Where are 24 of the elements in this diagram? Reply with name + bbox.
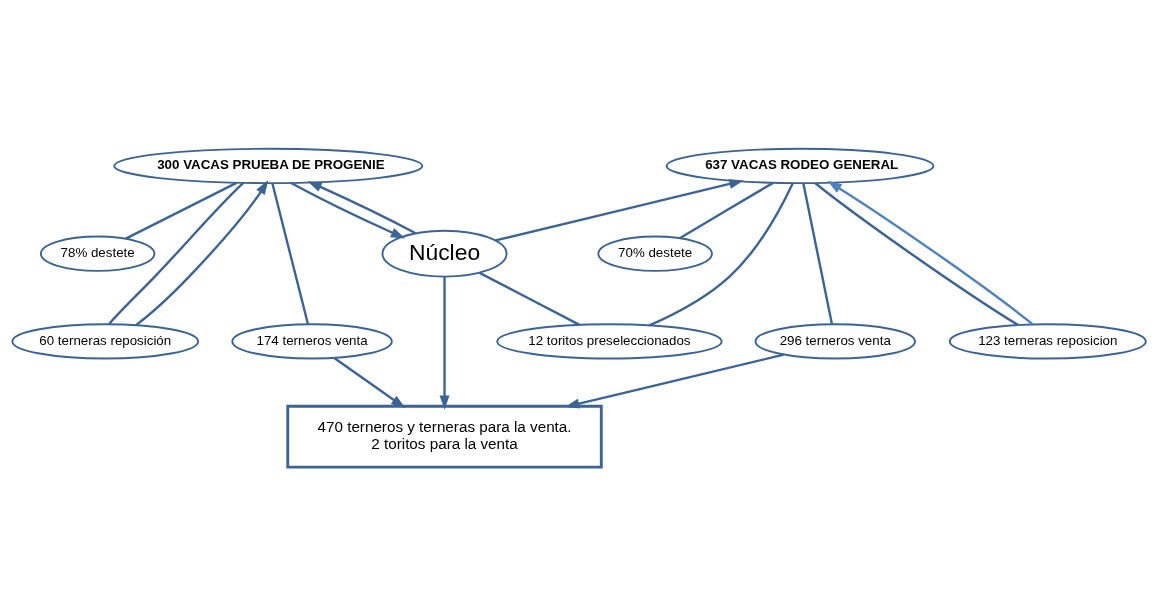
connector bbox=[125, 181, 238, 240]
node-ellipse: 296 terneros venta bbox=[754, 322, 916, 359]
node-ellipse: 78% destete bbox=[39, 235, 156, 272]
node-ellipse: 637 VACAS RODEO GENERAL bbox=[665, 147, 935, 184]
connector bbox=[478, 271, 580, 326]
node-box: 470 terneros y terneras para la venta. 2 toritos para la venta bbox=[286, 404, 603, 469]
node-ellipse: 12 toritos preseleccionados bbox=[496, 322, 723, 359]
arrow bbox=[135, 179, 269, 326]
connector bbox=[679, 181, 774, 239]
arrow bbox=[333, 356, 406, 408]
connector bbox=[648, 182, 794, 326]
node-ellipse: 300 VACAS PRUEBA DE PROGENIE bbox=[113, 147, 424, 184]
node-ellipse: 174 terneros venta bbox=[231, 322, 393, 359]
arrow bbox=[565, 353, 785, 408]
arrow bbox=[439, 276, 450, 410]
arrow bbox=[307, 180, 417, 234]
connector bbox=[802, 182, 834, 324]
arrow bbox=[290, 181, 406, 238]
arrow bbox=[495, 178, 744, 242]
connector bbox=[271, 182, 310, 324]
node-ellipse: 123 terneras reposicion bbox=[948, 322, 1147, 359]
node-ellipse: 70% destete bbox=[597, 235, 713, 272]
connector bbox=[108, 181, 245, 325]
node-ellipse: 60 terneras reposición bbox=[11, 322, 200, 359]
